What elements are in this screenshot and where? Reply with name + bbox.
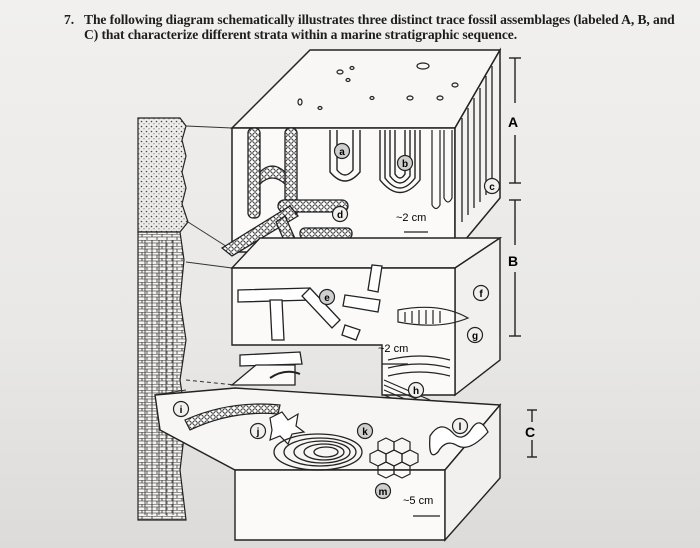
marker-k-label: k bbox=[362, 427, 368, 438]
marker-d-label: d bbox=[337, 210, 343, 221]
marker-i: i bbox=[172, 400, 190, 418]
stratum-label-c: C bbox=[525, 424, 535, 440]
marker-m: m bbox=[374, 482, 392, 500]
marker-b-label: b bbox=[402, 159, 408, 170]
marker-e: e bbox=[318, 288, 336, 306]
marker-l: l bbox=[451, 417, 469, 435]
stratum-label-a: A bbox=[508, 114, 518, 130]
question-text: The following diagram schematically illu… bbox=[84, 12, 675, 42]
question-number: 7. bbox=[64, 12, 74, 27]
marker-m-label: m bbox=[379, 487, 388, 498]
question-7: 7. The following diagram schematically i… bbox=[64, 12, 684, 42]
marker-d: d bbox=[331, 205, 349, 223]
scale-label-middle: ~2 cm bbox=[378, 343, 408, 355]
block-a: ~2 cm bbox=[220, 47, 502, 257]
marker-j-label: j bbox=[256, 427, 260, 438]
scale-label-upper: ~2 cm bbox=[396, 212, 426, 224]
stratigraphic-column bbox=[137, 117, 189, 521]
marker-j: j bbox=[249, 422, 267, 440]
scale-label-lower: ~5 cm bbox=[403, 495, 433, 507]
block-c: ~5 cm bbox=[154, 387, 502, 542]
marker-c: c bbox=[483, 177, 501, 195]
marker-k: k bbox=[356, 422, 374, 440]
marker-a: a bbox=[333, 142, 351, 160]
marker-b: b bbox=[396, 154, 414, 172]
marker-i-label: i bbox=[180, 405, 183, 416]
stratum-brackets bbox=[509, 57, 537, 458]
marker-h: h bbox=[407, 381, 425, 399]
marker-g: g bbox=[466, 326, 484, 344]
marker-f: f bbox=[472, 284, 490, 302]
marker-e-label: e bbox=[324, 293, 330, 304]
marker-f-label: f bbox=[479, 289, 483, 300]
marker-a-label: a bbox=[339, 147, 345, 158]
marker-c-label: c bbox=[489, 182, 495, 193]
marker-g-label: g bbox=[472, 331, 478, 342]
stratum-label-b: B bbox=[508, 253, 518, 269]
marker-h-label: h bbox=[413, 386, 419, 397]
fossil-markers: a b c d e f g bbox=[172, 142, 501, 500]
marker-l-label: l bbox=[459, 422, 462, 433]
block-b: ~2 cm bbox=[230, 236, 503, 417]
